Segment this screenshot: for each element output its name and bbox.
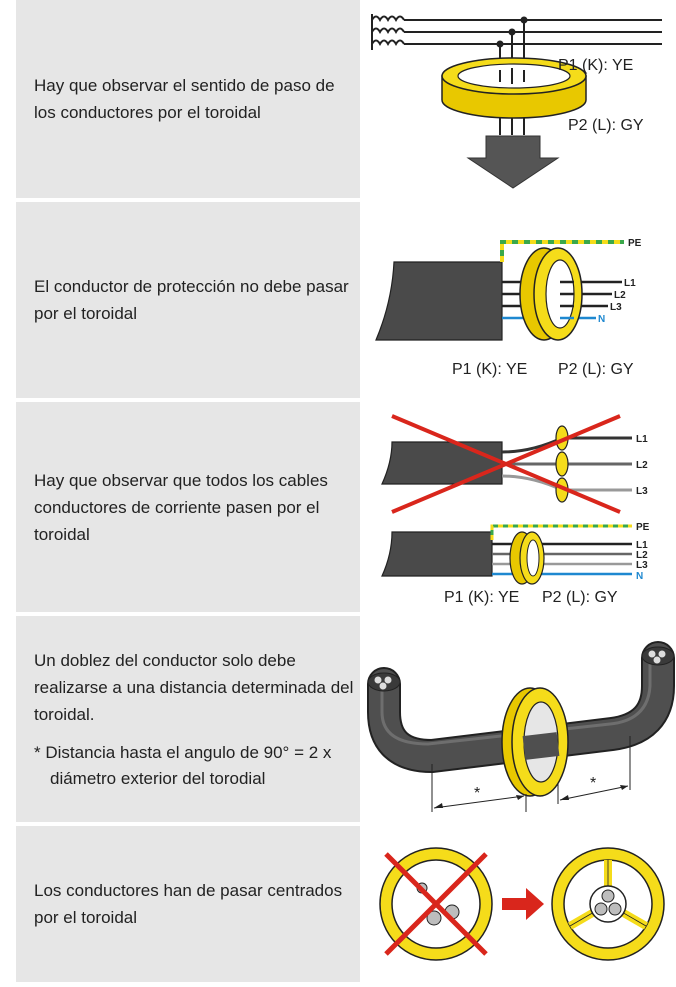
p1-label: P1 (K): YE: [444, 589, 519, 606]
l2-label: L2: [636, 550, 648, 561]
row-text-cell: Hay que observar el sentido de paso de l…: [16, 0, 360, 198]
column-divider: [360, 826, 362, 982]
row-text-cell: Los conductores han de pasar centrados p…: [16, 826, 360, 982]
column-divider: [360, 402, 362, 612]
row-text: Hay que observar el sentido de paso de l…: [34, 76, 335, 122]
l2-label-wrong: L2: [636, 460, 648, 471]
row-all-conductors: Hay que observar que todos los cables co…: [16, 402, 676, 612]
l3-label-wrong: L3: [636, 486, 648, 497]
pe-label: PE: [628, 238, 642, 249]
all-conductors-diagram-icon: L1 L2 L3 PE L1 L2 L3 N P1 (K): YE: [381, 414, 650, 606]
toroid-coil-diagram-icon: P1 (K): YE P2 (L): GY: [371, 14, 662, 189]
row-image-cell: L1 L2 L3 PE L1 L2 L3 N P1 (K): YE: [362, 402, 676, 612]
row-text-cell: El conductor de protección no debe pasar…: [16, 202, 360, 398]
protective-conductor-diagram-icon: PE L1 L2 L3 N P1 (K): YE P2 (L): GY: [375, 238, 642, 378]
l3-label: L3: [636, 560, 648, 571]
row-text: El conductor de protección no debe pasar…: [34, 277, 349, 323]
cable-bend-diagram-icon: * *: [367, 641, 675, 812]
p2-label: P2 (L): GY: [568, 117, 644, 134]
n-label: N: [598, 314, 605, 325]
row-text: Un doblez del conductor solo debe realiz…: [34, 650, 354, 724]
row-cable-bend: Un doblez del conductor solo debe realiz…: [16, 616, 676, 822]
row-image-cell: * *: [362, 616, 676, 822]
n-label: N: [636, 571, 643, 582]
row-protective-conductor: El conductor de protección no debe pasar…: [16, 202, 676, 398]
row-text: Los conductores han de pasar centrados p…: [34, 881, 343, 927]
row-image-cell: PE L1 L2 L3 N P1 (K): YE P2 (L): GY: [362, 202, 676, 398]
pe-label: PE: [636, 522, 650, 533]
l1-label: L1: [636, 540, 648, 551]
row-direction: Hay que observar el sentido de paso de l…: [16, 0, 676, 198]
p2-label: P2 (L): GY: [558, 361, 634, 378]
l3-label: L3: [610, 302, 622, 313]
p1-label: P1 (K): YE: [558, 57, 633, 74]
column-divider: [360, 0, 362, 198]
row-text-cell: Un doblez del conductor solo debe realiz…: [16, 616, 360, 822]
p1-label: P1 (K): YE: [452, 361, 527, 378]
dimension-star-2: *: [590, 775, 596, 792]
row-text: Hay que observar que todos los cables co…: [34, 470, 328, 544]
row-image-cell: P1 (K): YE P2 (L): GY: [362, 0, 676, 198]
centered-conductors-diagram-icon: [379, 847, 665, 961]
column-divider: [360, 202, 362, 398]
row-image-cell: [362, 826, 676, 982]
l1-label-wrong: L1: [636, 434, 648, 445]
dimension-star: *: [474, 785, 480, 802]
row-centered: Los conductores han de pasar centrados p…: [16, 826, 676, 982]
row-text-cell: Hay que observar que todos los cables co…: [16, 402, 360, 612]
l2-label: L2: [614, 290, 626, 301]
p2-label: P2 (L): GY: [542, 589, 618, 606]
column-divider: [360, 616, 362, 822]
row-note: * Distancia hasta el angulo de 90° = 2 x…: [34, 742, 332, 788]
l1-label: L1: [624, 278, 636, 289]
